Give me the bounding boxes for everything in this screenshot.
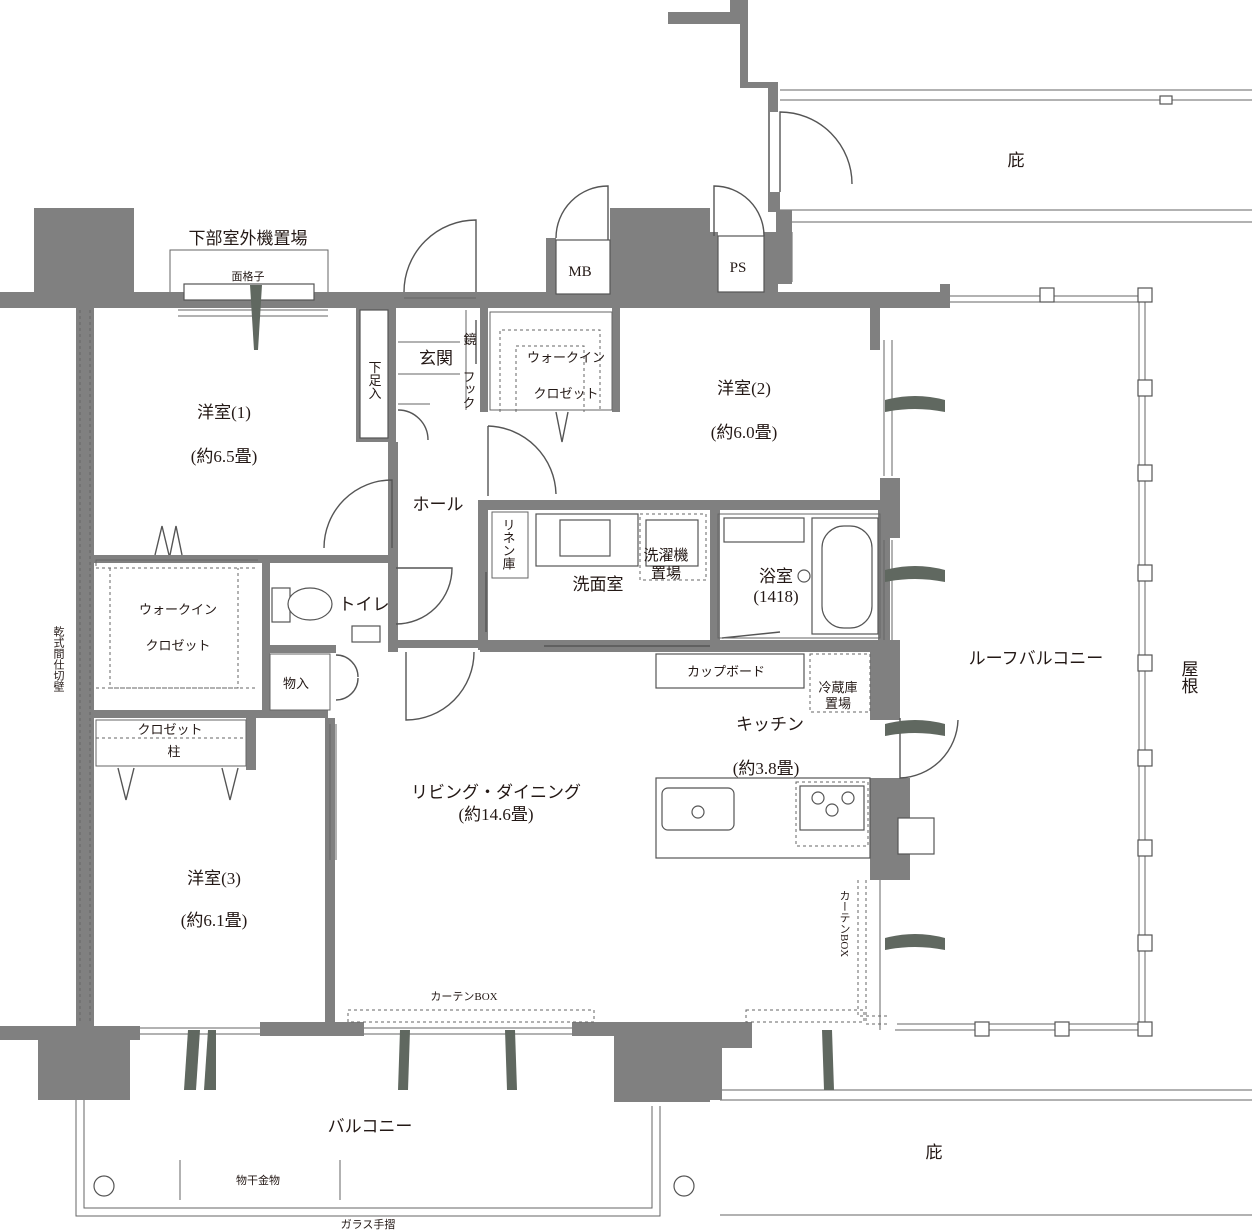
walkin-closet-b (95, 525, 258, 689)
label-balcony: バルコニー (328, 1117, 413, 1136)
label-mb: MB (568, 264, 591, 280)
label-closet-b: クロゼット (145, 638, 210, 653)
label-walkin-a: ウォークイン (527, 350, 605, 365)
label-entrance: 玄関 (419, 349, 453, 368)
walkin-closet-a (489, 311, 613, 443)
label-room2: 洋室(2) (717, 379, 771, 398)
label-hall: ホール (413, 495, 464, 514)
label-fridge-place: 置場 (825, 696, 851, 711)
label-linen: リネン庫 (501, 518, 516, 570)
label-partition: 乾式間仕切壁 (52, 626, 65, 692)
label-roof-balcony: ルーフバルコニー (969, 649, 1104, 668)
toilet-fixture (271, 587, 381, 643)
closet-c (95, 719, 247, 801)
label-bath: 浴室 (759, 567, 793, 586)
label-ldk: リビング・ダイニング (411, 783, 581, 802)
label-room3: 洋室(3) (187, 869, 241, 888)
outdoor-unit-area (169, 249, 329, 317)
label-fridge: 冷蔵庫 (818, 680, 857, 695)
roof-outline (720, 89, 1252, 1216)
label-ldk-size: (約14.6畳) (458, 805, 533, 824)
label-washroom: 洗面室 (573, 575, 624, 594)
label-kitchen: キッチン (736, 715, 804, 734)
label-pillar: 柱 (167, 744, 180, 759)
label-outdoor-unit: 下部室外機置場 (189, 229, 308, 248)
labels: 下部室外機置場 面格子 MB PS 庇 玄関 下足入 鏡 フック ウォークイン … (52, 151, 1198, 1231)
label-closet-c: クロゼット (137, 722, 202, 737)
label-kitchen-size: (約3.8畳) (733, 759, 800, 778)
partition-hatch (79, 310, 91, 1024)
walls (0, 0, 950, 1102)
balcony-area (75, 1100, 695, 1217)
label-walkin-b: ウォークイン (139, 602, 217, 617)
label-ps: PS (730, 260, 747, 276)
label-curtain-box-h: カーテンBOX (430, 990, 497, 1003)
curtain-boxes (347, 880, 888, 1030)
label-cupboard: カップボード (687, 664, 765, 679)
label-room1-size: (約6.5畳) (191, 447, 258, 466)
kitchen-fixtures (655, 653, 935, 859)
label-room1: 洋室(1) (197, 403, 251, 422)
label-clothes-hanger: 物干金物 (236, 1173, 280, 1187)
label-roof: 屋根 (1179, 660, 1199, 694)
windows (140, 340, 893, 1035)
washroom-fixtures (485, 511, 710, 647)
label-washer: 洗濯機 (643, 547, 688, 564)
label-shoe-box: 下足入 (367, 361, 382, 400)
label-eave-top: 庇 (1008, 151, 1025, 170)
entrance-area (359, 297, 477, 439)
label-washer-place: 置場 (651, 565, 681, 582)
label-mirror: 鏡 (463, 332, 476, 347)
label-curtain-box-v: カーテンBOX (838, 890, 850, 958)
label-bath-size: (1418) (753, 587, 798, 606)
mb-box (555, 239, 611, 295)
airflow-marks (184, 285, 945, 1090)
doors (323, 111, 959, 779)
ps-box (717, 235, 765, 293)
label-room2-size: (約6.0畳) (711, 423, 778, 442)
label-hook: フック (461, 370, 476, 409)
bath-fixtures (717, 513, 881, 639)
storage-box (269, 653, 331, 711)
label-room3-size: (約6.1畳) (181, 911, 248, 930)
label-closet-a: クロゼット (533, 386, 598, 401)
label-glass-rail: ガラス手摺 (341, 1217, 396, 1231)
label-toilet: トイレ (339, 595, 390, 614)
label-lattice: 面格子 (232, 269, 265, 283)
label-storage: 物入 (283, 676, 309, 691)
label-eave-bottom: 庇 (926, 1143, 943, 1162)
